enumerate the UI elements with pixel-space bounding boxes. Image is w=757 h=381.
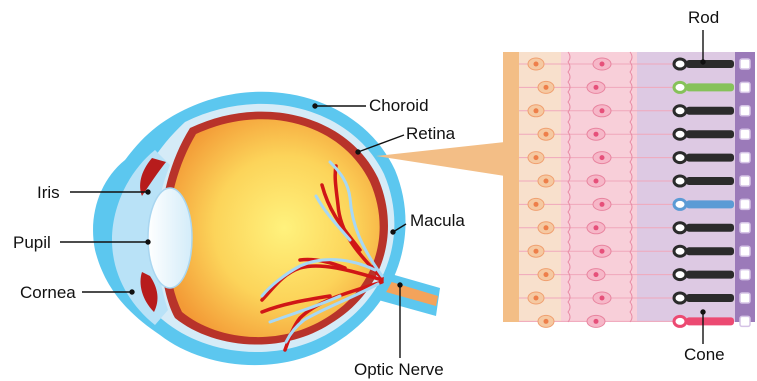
label-rod: Rod (688, 9, 719, 26)
photoreceptor-body (674, 223, 686, 233)
bipolar-nucleus (600, 62, 605, 67)
pigment-cell (740, 106, 750, 116)
lens (148, 188, 192, 288)
label-optic-nerve: Optic Nerve (354, 361, 444, 378)
ganglion-nucleus (534, 108, 539, 113)
eyeball (93, 92, 440, 365)
bipolar-nucleus (594, 179, 599, 184)
label-cone: Cone (684, 346, 725, 363)
ganglion-nucleus (534, 155, 539, 160)
rod-cell (686, 107, 734, 115)
retina-cell-panel (503, 52, 755, 327)
ganglion-nucleus (544, 179, 549, 184)
rod-cell (686, 247, 734, 255)
ganglion-nucleus (534, 296, 539, 301)
label-cornea: Cornea (20, 284, 76, 301)
label-pupil: Pupil (13, 234, 51, 251)
pigment-cell (740, 293, 750, 303)
ganglion-nucleus (534, 249, 539, 254)
pigment-cell (740, 153, 750, 163)
rod-cell (686, 224, 734, 232)
label-retina: Retina (406, 125, 455, 142)
photoreceptor-body (674, 82, 686, 92)
pigment-cell (740, 223, 750, 233)
ganglion-nucleus (544, 225, 549, 230)
pigment-cell (740, 176, 750, 186)
rod-cell (686, 130, 734, 138)
bipolar-nucleus (594, 319, 599, 324)
label-macula: Macula (410, 212, 465, 229)
bipolar-nucleus (594, 85, 599, 90)
pigment-cell (740, 199, 750, 209)
bipolar-nucleus (594, 132, 599, 137)
photoreceptor-body (674, 199, 686, 209)
photoreceptor-body (674, 270, 686, 280)
photoreceptor-body (674, 106, 686, 116)
photoreceptor-body (674, 293, 686, 303)
pigment-cell (740, 129, 750, 139)
bipolar-nucleus (600, 296, 605, 301)
rod-cell (686, 294, 734, 302)
ganglion-nucleus (544, 132, 549, 137)
bipolar-nucleus (594, 272, 599, 277)
bipolar-nucleus (600, 155, 605, 160)
label-iris: Iris (37, 184, 60, 201)
photoreceptor-body (674, 59, 686, 69)
ganglion-nucleus (544, 85, 549, 90)
pigment-cell (740, 316, 750, 326)
cone-cell (686, 317, 734, 325)
ganglion-nucleus (534, 202, 539, 207)
pigment-cell (740, 246, 750, 256)
pigment-cell (740, 59, 750, 69)
rod-cell (686, 271, 734, 279)
pigment-cell (740, 270, 750, 280)
bipolar-nucleus (594, 225, 599, 230)
pigment-cell (740, 82, 750, 92)
photoreceptor-body (674, 316, 686, 326)
ganglion-nucleus (544, 319, 549, 324)
cone-cell (686, 83, 734, 91)
rod-cell (686, 60, 734, 68)
photoreceptor-body (674, 129, 686, 139)
photoreceptor-body (674, 246, 686, 256)
photoreceptor-body (674, 153, 686, 163)
ganglion-nucleus (544, 272, 549, 277)
bipolar-nucleus (600, 202, 605, 207)
ganglion-nucleus (534, 62, 539, 67)
photoreceptor-body (674, 176, 686, 186)
bipolar-nucleus (600, 108, 605, 113)
rod-cell (686, 177, 734, 185)
bipolar-nucleus (600, 249, 605, 254)
label-choroid: Choroid (369, 97, 429, 114)
rod-cell (686, 154, 734, 162)
cone-cell (686, 200, 734, 208)
